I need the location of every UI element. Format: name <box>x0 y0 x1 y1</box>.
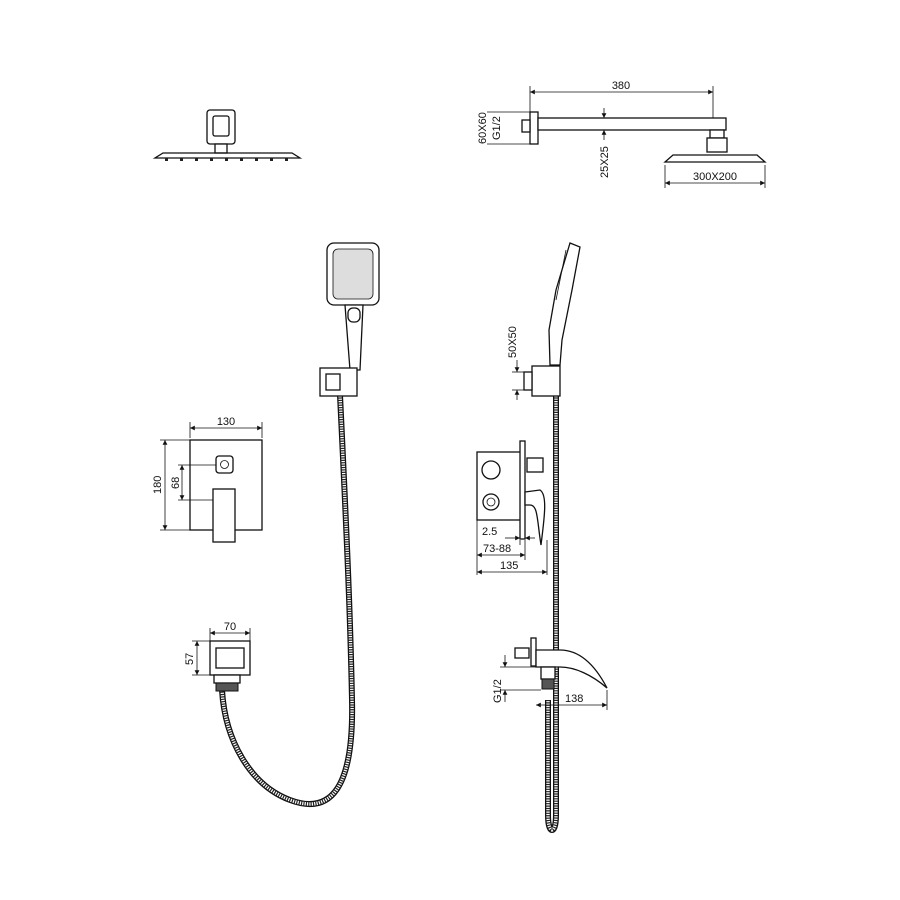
rain-shower-front-view <box>152 109 303 161</box>
dim-plate-gap: 2.5 <box>482 526 497 538</box>
dim-install-depth: 73-88 <box>483 543 511 555</box>
dim-mixer-width: 130 <box>217 416 235 428</box>
dim-outlet-height: 57 <box>184 653 196 665</box>
mixer-front-view: 130 180 68 <box>152 416 263 543</box>
dim-arm-length: 380 <box>612 80 630 92</box>
rain-shower-side-view: 380 300X200 25X25 60X60 G1/2 <box>477 80 767 188</box>
dim-outlet-width: 70 <box>224 621 236 633</box>
dim-mixer-depth: 135 <box>500 560 518 572</box>
wall-outlet-front-view: 70 57 <box>184 621 251 692</box>
dim-flange-size: 60X60 <box>477 112 489 144</box>
dim-head-size: 300X200 <box>693 171 737 183</box>
dim-arm-thread: G1/2 <box>491 116 503 140</box>
dim-arm-section: 25X25 <box>599 146 611 178</box>
dim-spout-thread: G1/2 <box>492 679 504 703</box>
shower-set-side-view: 50X50 2.5 73-88 135 G1/2 138 <box>476 242 608 833</box>
hand-shower-front-view <box>219 242 380 807</box>
dim-diverter-offset: 68 <box>170 477 182 489</box>
dim-spout-length: 138 <box>565 693 583 705</box>
dim-mixer-height: 180 <box>152 476 164 494</box>
dim-holder-size: 50X50 <box>507 326 519 358</box>
